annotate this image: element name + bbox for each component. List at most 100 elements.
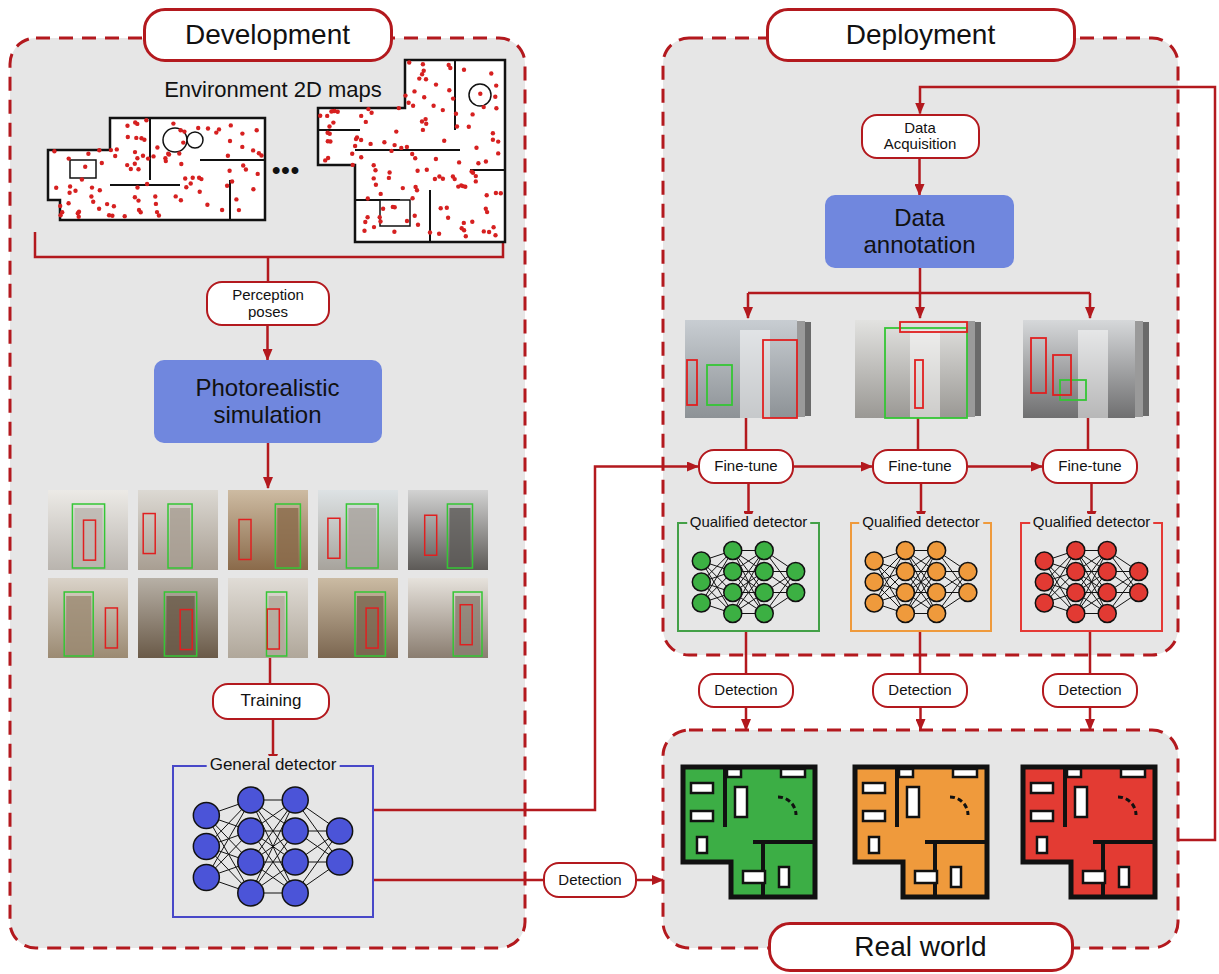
perception-pose-dot xyxy=(136,167,140,171)
perception-pose-dot xyxy=(153,194,157,198)
perception-pose-dot xyxy=(327,124,331,128)
perception-pose-dot xyxy=(493,95,497,99)
furniture-symbol xyxy=(1067,769,1081,777)
step-pill: Fine-tune xyxy=(872,449,968,484)
network-neuron xyxy=(928,584,946,602)
network-neuron xyxy=(282,880,308,906)
perception-pose-dot xyxy=(496,139,500,143)
perception-pose-dot xyxy=(139,210,143,214)
perception-pose-dot xyxy=(123,214,127,218)
perception-pose-dot xyxy=(368,142,372,146)
perception-pose-dot xyxy=(251,148,255,152)
flow-line xyxy=(269,658,272,683)
perception-pose-dot xyxy=(133,195,137,199)
perception-pose-dot xyxy=(80,177,84,181)
perception-pose-dot xyxy=(244,167,248,171)
perception-pose-dot xyxy=(91,200,95,204)
environment-map xyxy=(48,118,265,220)
perception-pose-dot xyxy=(241,163,245,167)
perception-pose-dot xyxy=(499,191,503,195)
simulated-image xyxy=(48,578,128,658)
perception-pose-dot xyxy=(413,214,417,218)
connector xyxy=(919,708,922,730)
flow-line xyxy=(1087,418,1090,449)
perception-pose-dot xyxy=(174,194,178,198)
connector xyxy=(918,159,921,196)
perception-pose-dot xyxy=(439,206,443,210)
perception-pose-dot xyxy=(220,208,224,212)
furniture-symbol xyxy=(1075,787,1087,817)
perception-pose-dot xyxy=(424,77,428,81)
detector-heading: General detector xyxy=(207,756,340,775)
perception-pose-dot xyxy=(110,214,114,218)
network-neuron xyxy=(193,834,219,860)
network-neuron xyxy=(724,542,742,560)
perception-pose-dot xyxy=(470,112,474,116)
perception-pose-dot xyxy=(198,190,202,194)
perception-pose-dot xyxy=(325,114,329,118)
perception-pose-dot xyxy=(461,184,465,188)
door-box-closed xyxy=(84,520,96,560)
network-neuron xyxy=(1035,573,1053,591)
perception-pose-dot xyxy=(255,128,259,132)
perception-pose-dot xyxy=(366,196,370,200)
network-link xyxy=(251,800,295,893)
perception-pose-dot xyxy=(178,128,182,132)
simulated-image xyxy=(318,490,398,570)
node-label: Data Acquisition xyxy=(873,120,968,153)
perception-pose-dot xyxy=(441,177,445,181)
annotation-box xyxy=(687,360,697,405)
perception-pose-dot xyxy=(229,123,233,127)
panel-heading: Real world xyxy=(768,922,1074,972)
door-box-closed xyxy=(143,514,155,554)
panel-ground xyxy=(663,38,1178,655)
network-neuron xyxy=(865,594,883,612)
perception-pose-dot xyxy=(179,162,183,166)
perception-pose-dot xyxy=(413,185,417,189)
perception-pose-dot xyxy=(482,229,486,233)
perception-pose-dot xyxy=(126,135,130,139)
perception-pose-dot xyxy=(454,112,458,116)
perception-pose-dot xyxy=(491,131,495,135)
annotation-box xyxy=(915,360,923,408)
node-label: Photorealistic simulation xyxy=(168,375,368,428)
connector xyxy=(968,465,1042,468)
perception-pose-dot xyxy=(167,152,171,156)
perception-pose-dot xyxy=(423,117,427,121)
annotation-box xyxy=(900,322,967,332)
node-label: Fine-tune xyxy=(1058,458,1121,475)
furniture-symbol xyxy=(863,811,885,821)
panel-ground xyxy=(663,730,1178,948)
network-neuron xyxy=(282,818,308,844)
network-neuron xyxy=(1035,594,1053,612)
furniture-symbol xyxy=(779,867,789,887)
perception-pose-dot xyxy=(470,220,474,224)
perception-pose-dot xyxy=(401,186,405,190)
perception-pose-dot xyxy=(447,88,451,92)
image-detail xyxy=(1078,330,1108,418)
network-neuron xyxy=(193,865,219,891)
network-link xyxy=(1076,551,1107,614)
network-link xyxy=(733,551,764,614)
perception-pose-dot xyxy=(474,174,478,178)
simulated-image xyxy=(318,578,398,658)
process-box: Photorealistic simulation xyxy=(154,360,382,443)
perception-pose-dot xyxy=(58,204,62,208)
perception-pose-dot xyxy=(256,172,260,176)
perception-pose-dot xyxy=(97,148,101,152)
perception-pose-dot xyxy=(387,176,391,180)
perception-pose-dot xyxy=(109,148,113,152)
perception-pose-dot xyxy=(424,122,428,126)
furniture-symbol xyxy=(951,867,961,887)
map-furniture xyxy=(380,200,410,226)
perception-pose-dot xyxy=(379,192,383,196)
image-door xyxy=(74,508,102,570)
furniture-symbol xyxy=(1031,811,1053,821)
door-box-closed xyxy=(267,609,279,649)
perception-pose-dot xyxy=(416,223,420,227)
door-box-closed xyxy=(105,608,117,648)
perception-pose-dot xyxy=(164,159,168,163)
image-detail xyxy=(740,330,770,418)
perception-pose-dot xyxy=(363,220,367,224)
perception-pose-dot xyxy=(133,150,137,154)
